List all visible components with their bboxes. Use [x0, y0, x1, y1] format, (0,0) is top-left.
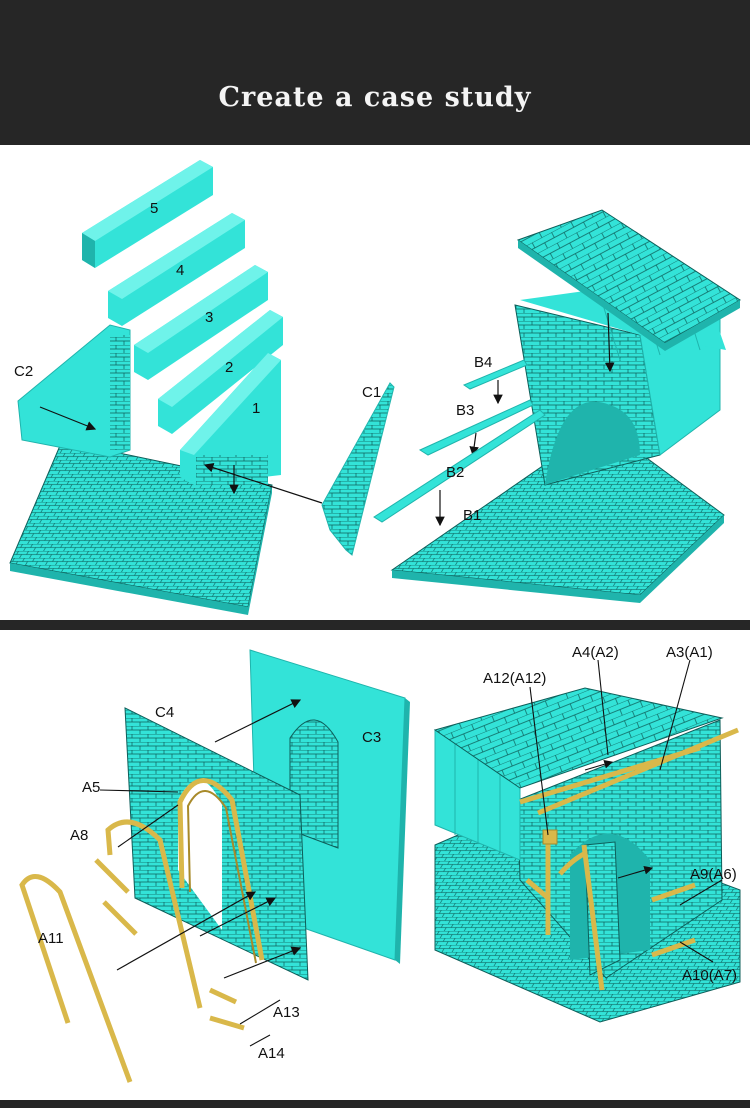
arch-layer-2 — [158, 310, 283, 434]
label-wedge-b3: B3 — [456, 402, 474, 419]
label-part-a14: A14 — [258, 1045, 285, 1062]
assembly-diagram-top: 5 4 3 2 1 C2 C1 B4 B3 B2 B1 — [9, 160, 741, 615]
arch-layer-4 — [108, 213, 245, 326]
label-part-4: 4 — [176, 262, 184, 279]
arch-layer-3 — [134, 265, 268, 380]
label-wedge-b4: B4 — [474, 354, 492, 371]
label-part-a12-a12: A12(A12) — [483, 670, 546, 687]
label-part-c3: C3 — [362, 729, 381, 746]
label-part-a9-a6: A9(A6) — [690, 866, 737, 883]
arch-layer-5 — [82, 160, 213, 268]
label-part-a5: A5 — [82, 779, 100, 796]
label-part-3: 3 — [205, 309, 213, 326]
label-part-1: 1 — [252, 400, 260, 417]
label-part-c1: C1 — [362, 384, 381, 401]
label-part-c4: C4 — [155, 704, 174, 721]
arch-frame-a11 — [19, 874, 133, 1083]
label-part-a3-a1: A3(A1) — [666, 644, 713, 661]
arch-frame-a8 — [94, 819, 245, 1031]
label-part-a8: A8 — [70, 827, 88, 844]
arch-frame-a5 — [177, 778, 265, 964]
page-title: Create a case study — [218, 82, 532, 113]
label-part-a11: A11 — [38, 930, 64, 947]
wedge-b2 — [373, 409, 546, 527]
assembly-panel-top: 5 4 3 2 1 C2 C1 B4 B3 B2 B1 — [0, 145, 750, 620]
label-part-c2: C2 — [14, 363, 33, 380]
assembly-panel-bottom: C4 C3 A5 A8 A11 A13 A14 A4(A2) A3(A1) A1… — [0, 630, 750, 1098]
wedge-b3 — [418, 399, 534, 457]
footer-divider — [0, 1100, 750, 1108]
section-divider — [0, 620, 750, 630]
wall-part-c2 — [17, 324, 131, 458]
label-part-a10-a7: A10(A7) — [682, 967, 737, 984]
assembled-structure — [433, 687, 741, 1023]
label-wedge-b1: B1 — [463, 507, 481, 524]
roof-panel — [516, 209, 741, 373]
floor-base-right — [390, 424, 725, 603]
label-part-5: 5 — [150, 200, 158, 217]
label-part-a13: A13 — [273, 1004, 300, 1021]
arch-layer-1 — [180, 353, 281, 495]
wedge-b4 — [462, 359, 528, 405]
assembly-diagram-bottom: C4 C3 A5 A8 A11 A13 A14 A4(A2) A3(A1) A1… — [19, 644, 741, 1083]
wood-strips-right — [519, 727, 739, 991]
label-part-2: 2 — [225, 359, 233, 376]
label-wedge-b2: B2 — [446, 464, 464, 481]
header-banner: Create a case study — [0, 0, 750, 145]
label-part-a4-a2: A4(A2) — [572, 644, 619, 661]
wall-part-c1 — [203, 382, 395, 556]
